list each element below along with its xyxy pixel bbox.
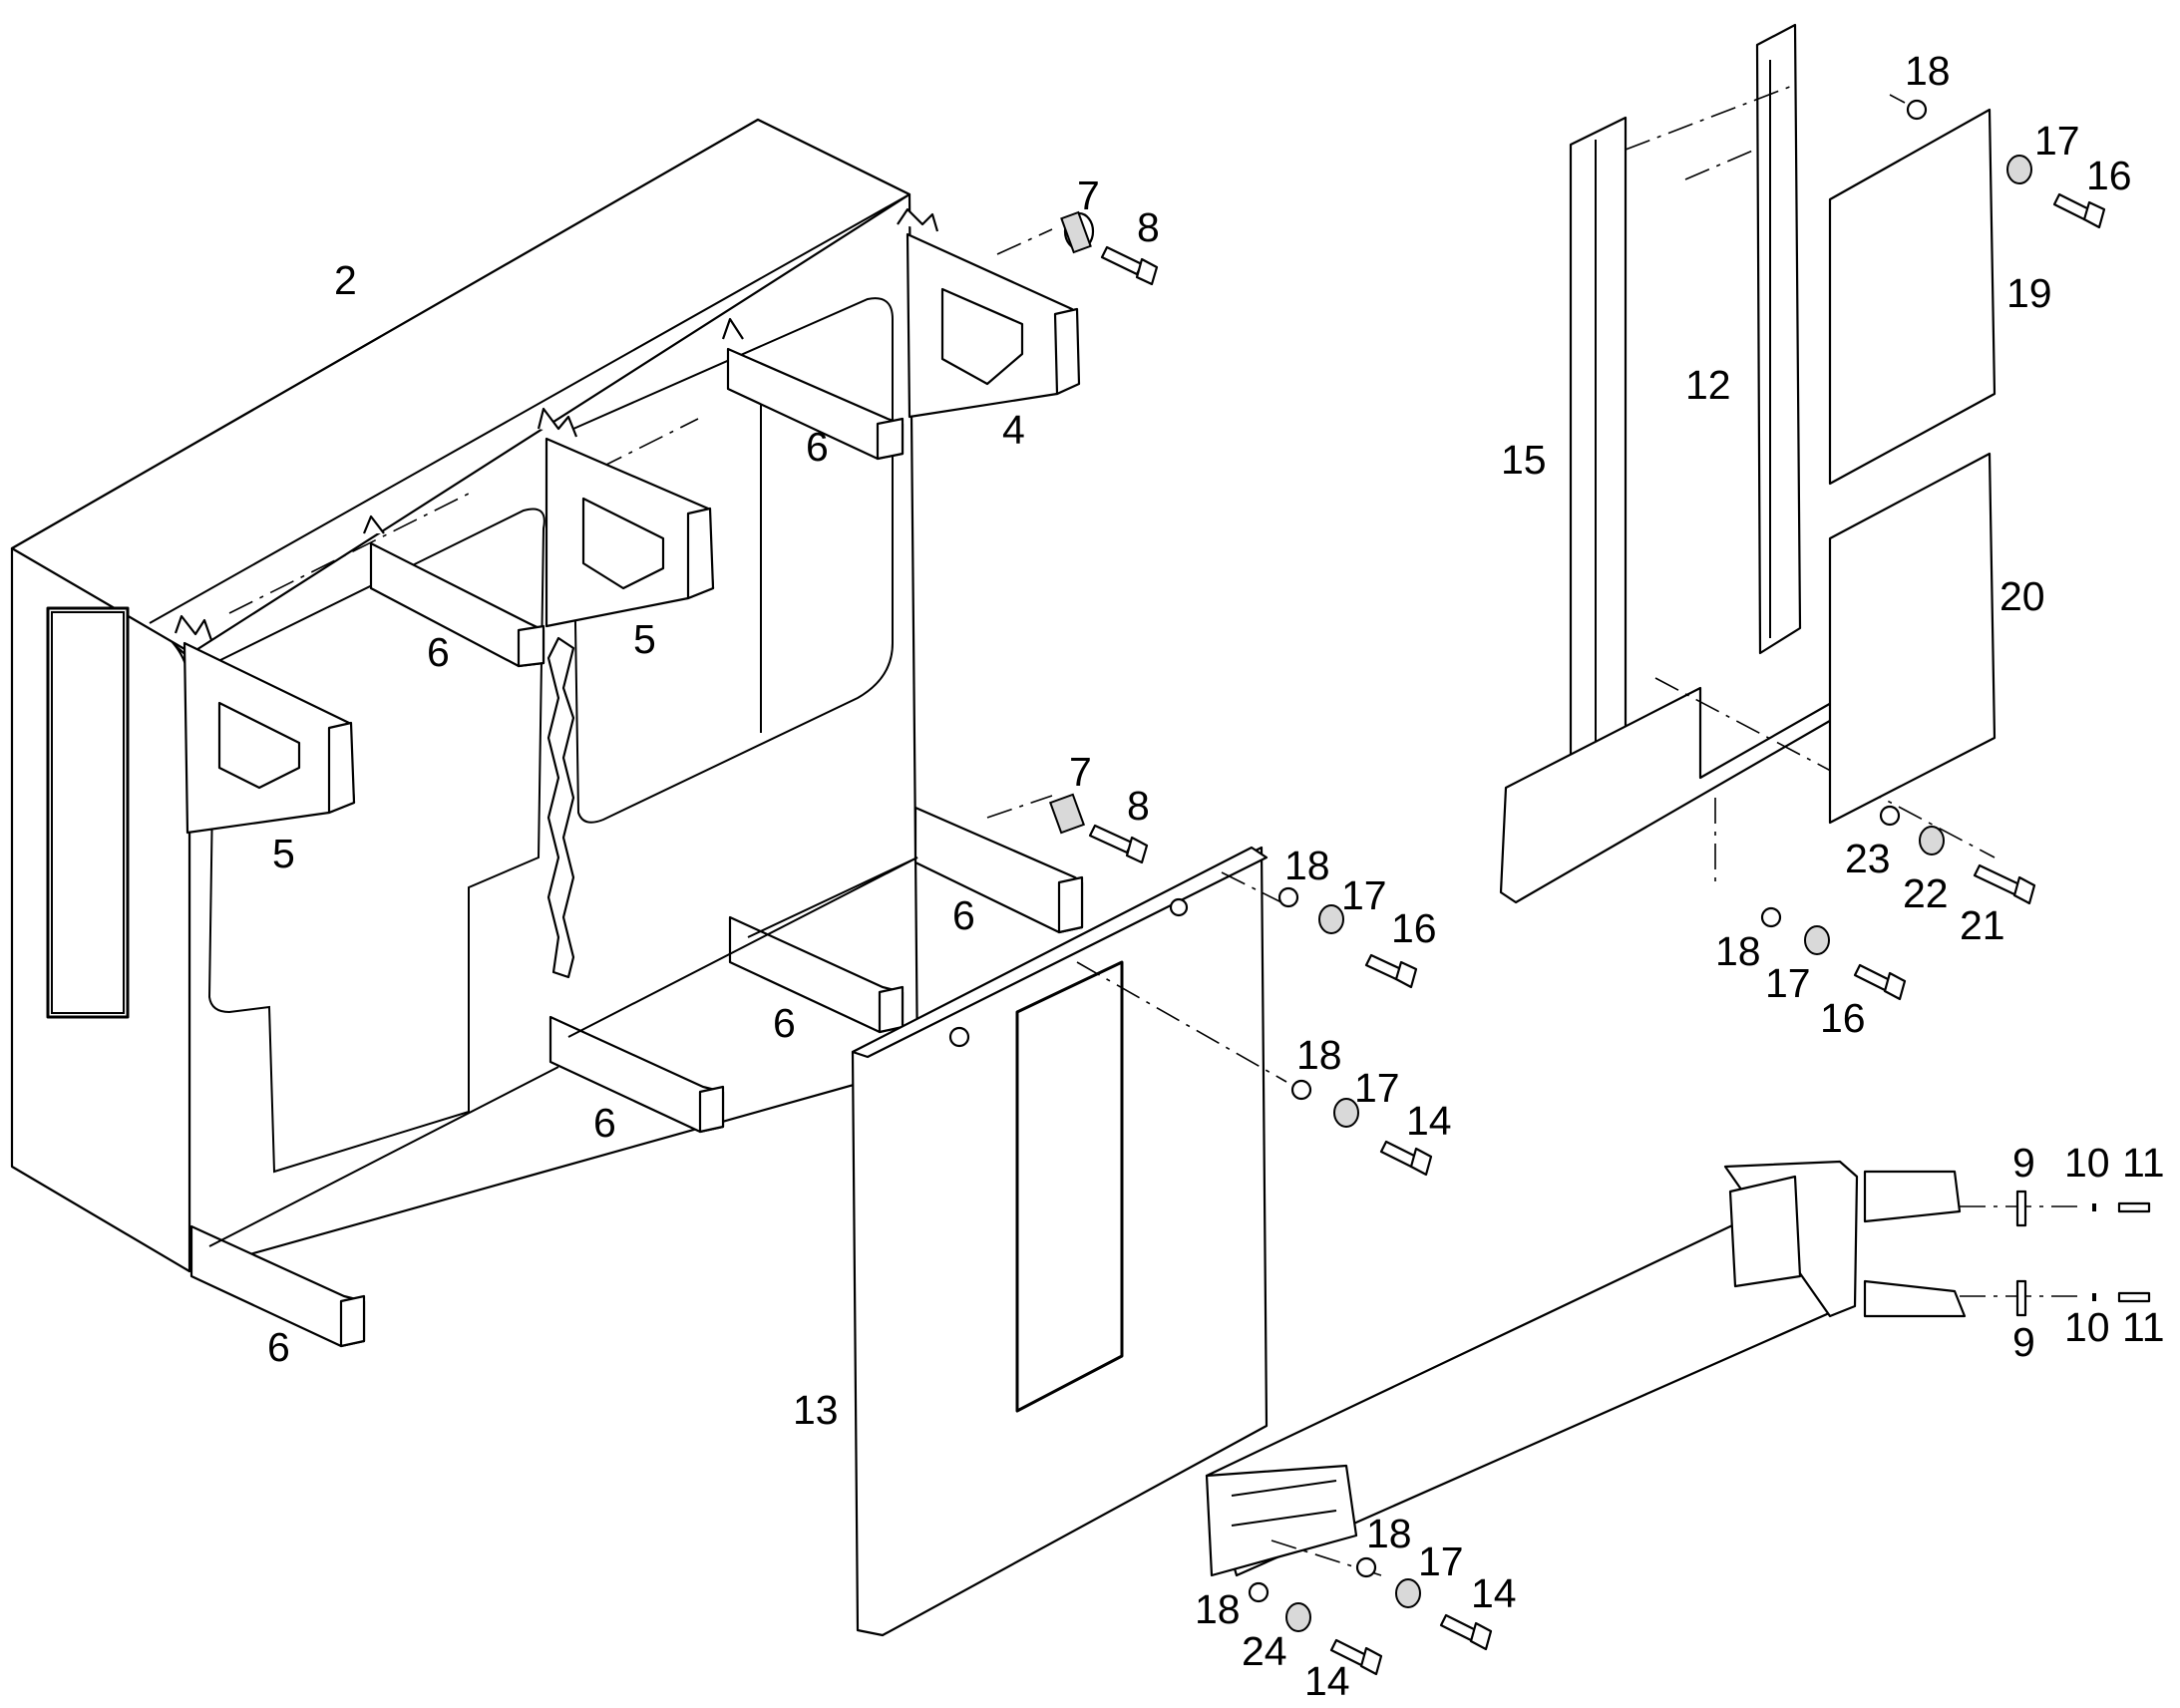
- cover-plate-part-19: [1828, 108, 1997, 486]
- callout-7: 7: [1077, 172, 1100, 218]
- callout-6: 6: [427, 629, 450, 675]
- callout-11: 11: [2122, 1140, 2165, 1186]
- spacer-part-7-lower: [986, 793, 1086, 835]
- hardware-stack-14-17-18: [1290, 1079, 1433, 1177]
- bracket-part-4: [897, 207, 1081, 419]
- cab-body-part-2: [10, 118, 919, 1273]
- callout-8: 8: [1137, 204, 1160, 250]
- beam-part-6-mid-upper: [362, 514, 545, 668]
- hardware-stack-18-17-16-right: [1760, 906, 1907, 1001]
- callout-15: 15: [1501, 437, 1547, 483]
- callout-11: 11: [2122, 1304, 2165, 1350]
- callout-23: 23: [1845, 836, 1891, 881]
- callout-17: 17: [1418, 1538, 1464, 1584]
- beam-part-6-top: [721, 317, 905, 461]
- callout-10: 10: [2064, 1140, 2110, 1186]
- rail-part-15: [1569, 116, 1628, 765]
- callout-2: 2: [334, 257, 357, 303]
- callout-21: 21: [1960, 902, 2005, 948]
- callout-14: 14: [1406, 1098, 1452, 1144]
- callout-4: 4: [1002, 407, 1025, 453]
- beam-part-6-lower-left: [548, 1015, 725, 1134]
- hardware-stack-bottom: [1248, 1556, 1493, 1676]
- callout-19: 19: [2006, 270, 2052, 316]
- callout-17: 17: [1354, 1065, 1400, 1111]
- bracket-part-5-lower: [174, 614, 356, 835]
- callout-17: 17: [2034, 118, 2080, 164]
- callout-18: 18: [1715, 928, 1761, 974]
- callout-22: 22: [1903, 870, 1949, 916]
- panel-part-13: [851, 846, 1287, 1637]
- callout-16: 16: [2086, 153, 2132, 198]
- bolt-part-8-lower: [1088, 824, 1149, 864]
- callout-5: 5: [633, 616, 656, 662]
- hardware-stack-16-17-18: [1277, 886, 1418, 989]
- callout-9: 9: [2012, 1319, 2035, 1365]
- callout-5: 5: [272, 831, 295, 876]
- callout-18: 18: [1284, 843, 1330, 888]
- hardware-stack-18-17-16-top: [1889, 94, 2106, 229]
- beam-part-6-bottom: [189, 1224, 366, 1348]
- callout-labels: 2 4 5 5 6 6 6 6 6 6 7 8 7 8 18 17 16 18 …: [267, 48, 2165, 1704]
- callout-6: 6: [593, 1100, 616, 1146]
- callout-6: 6: [773, 1000, 796, 1046]
- callout-18: 18: [1195, 1586, 1241, 1632]
- callout-18: 18: [1296, 1032, 1342, 1078]
- callout-10: 10: [2064, 1304, 2110, 1350]
- callout-17: 17: [1765, 960, 1811, 1006]
- callout-6: 6: [267, 1324, 290, 1370]
- callout-20: 20: [1999, 573, 2045, 619]
- bracket-part-5-upper: [537, 407, 715, 628]
- callout-6: 6: [952, 892, 975, 938]
- callout-16: 16: [1820, 995, 1866, 1041]
- callout-24: 24: [1242, 1628, 1287, 1674]
- callout-13: 13: [793, 1387, 839, 1433]
- hardware-stack-21-22-23: [1879, 805, 2036, 905]
- spacer-part-7-upper: [996, 210, 1095, 255]
- callout-6: 6: [806, 424, 829, 470]
- bolt-part-8-upper: [1100, 245, 1159, 286]
- hardware-9-10-11: [2015, 1190, 2151, 1317]
- callout-14: 14: [1471, 1570, 1517, 1616]
- cover-plate-part-20: [1828, 452, 1997, 825]
- callout-17: 17: [1341, 872, 1387, 918]
- callout-16: 16: [1391, 905, 1437, 951]
- callout-9: 9: [2012, 1140, 2035, 1186]
- rail-part-12: [1755, 23, 1802, 655]
- callout-18: 18: [1905, 48, 1951, 94]
- callout-12: 12: [1685, 362, 1731, 408]
- callout-8: 8: [1127, 783, 1150, 829]
- callout-18: 18: [1366, 1511, 1412, 1556]
- beam-part-6-lower-right: [913, 806, 1084, 934]
- callout-7: 7: [1069, 749, 1092, 795]
- callout-14: 14: [1304, 1658, 1350, 1704]
- support-arm: [1205, 1160, 2084, 1577]
